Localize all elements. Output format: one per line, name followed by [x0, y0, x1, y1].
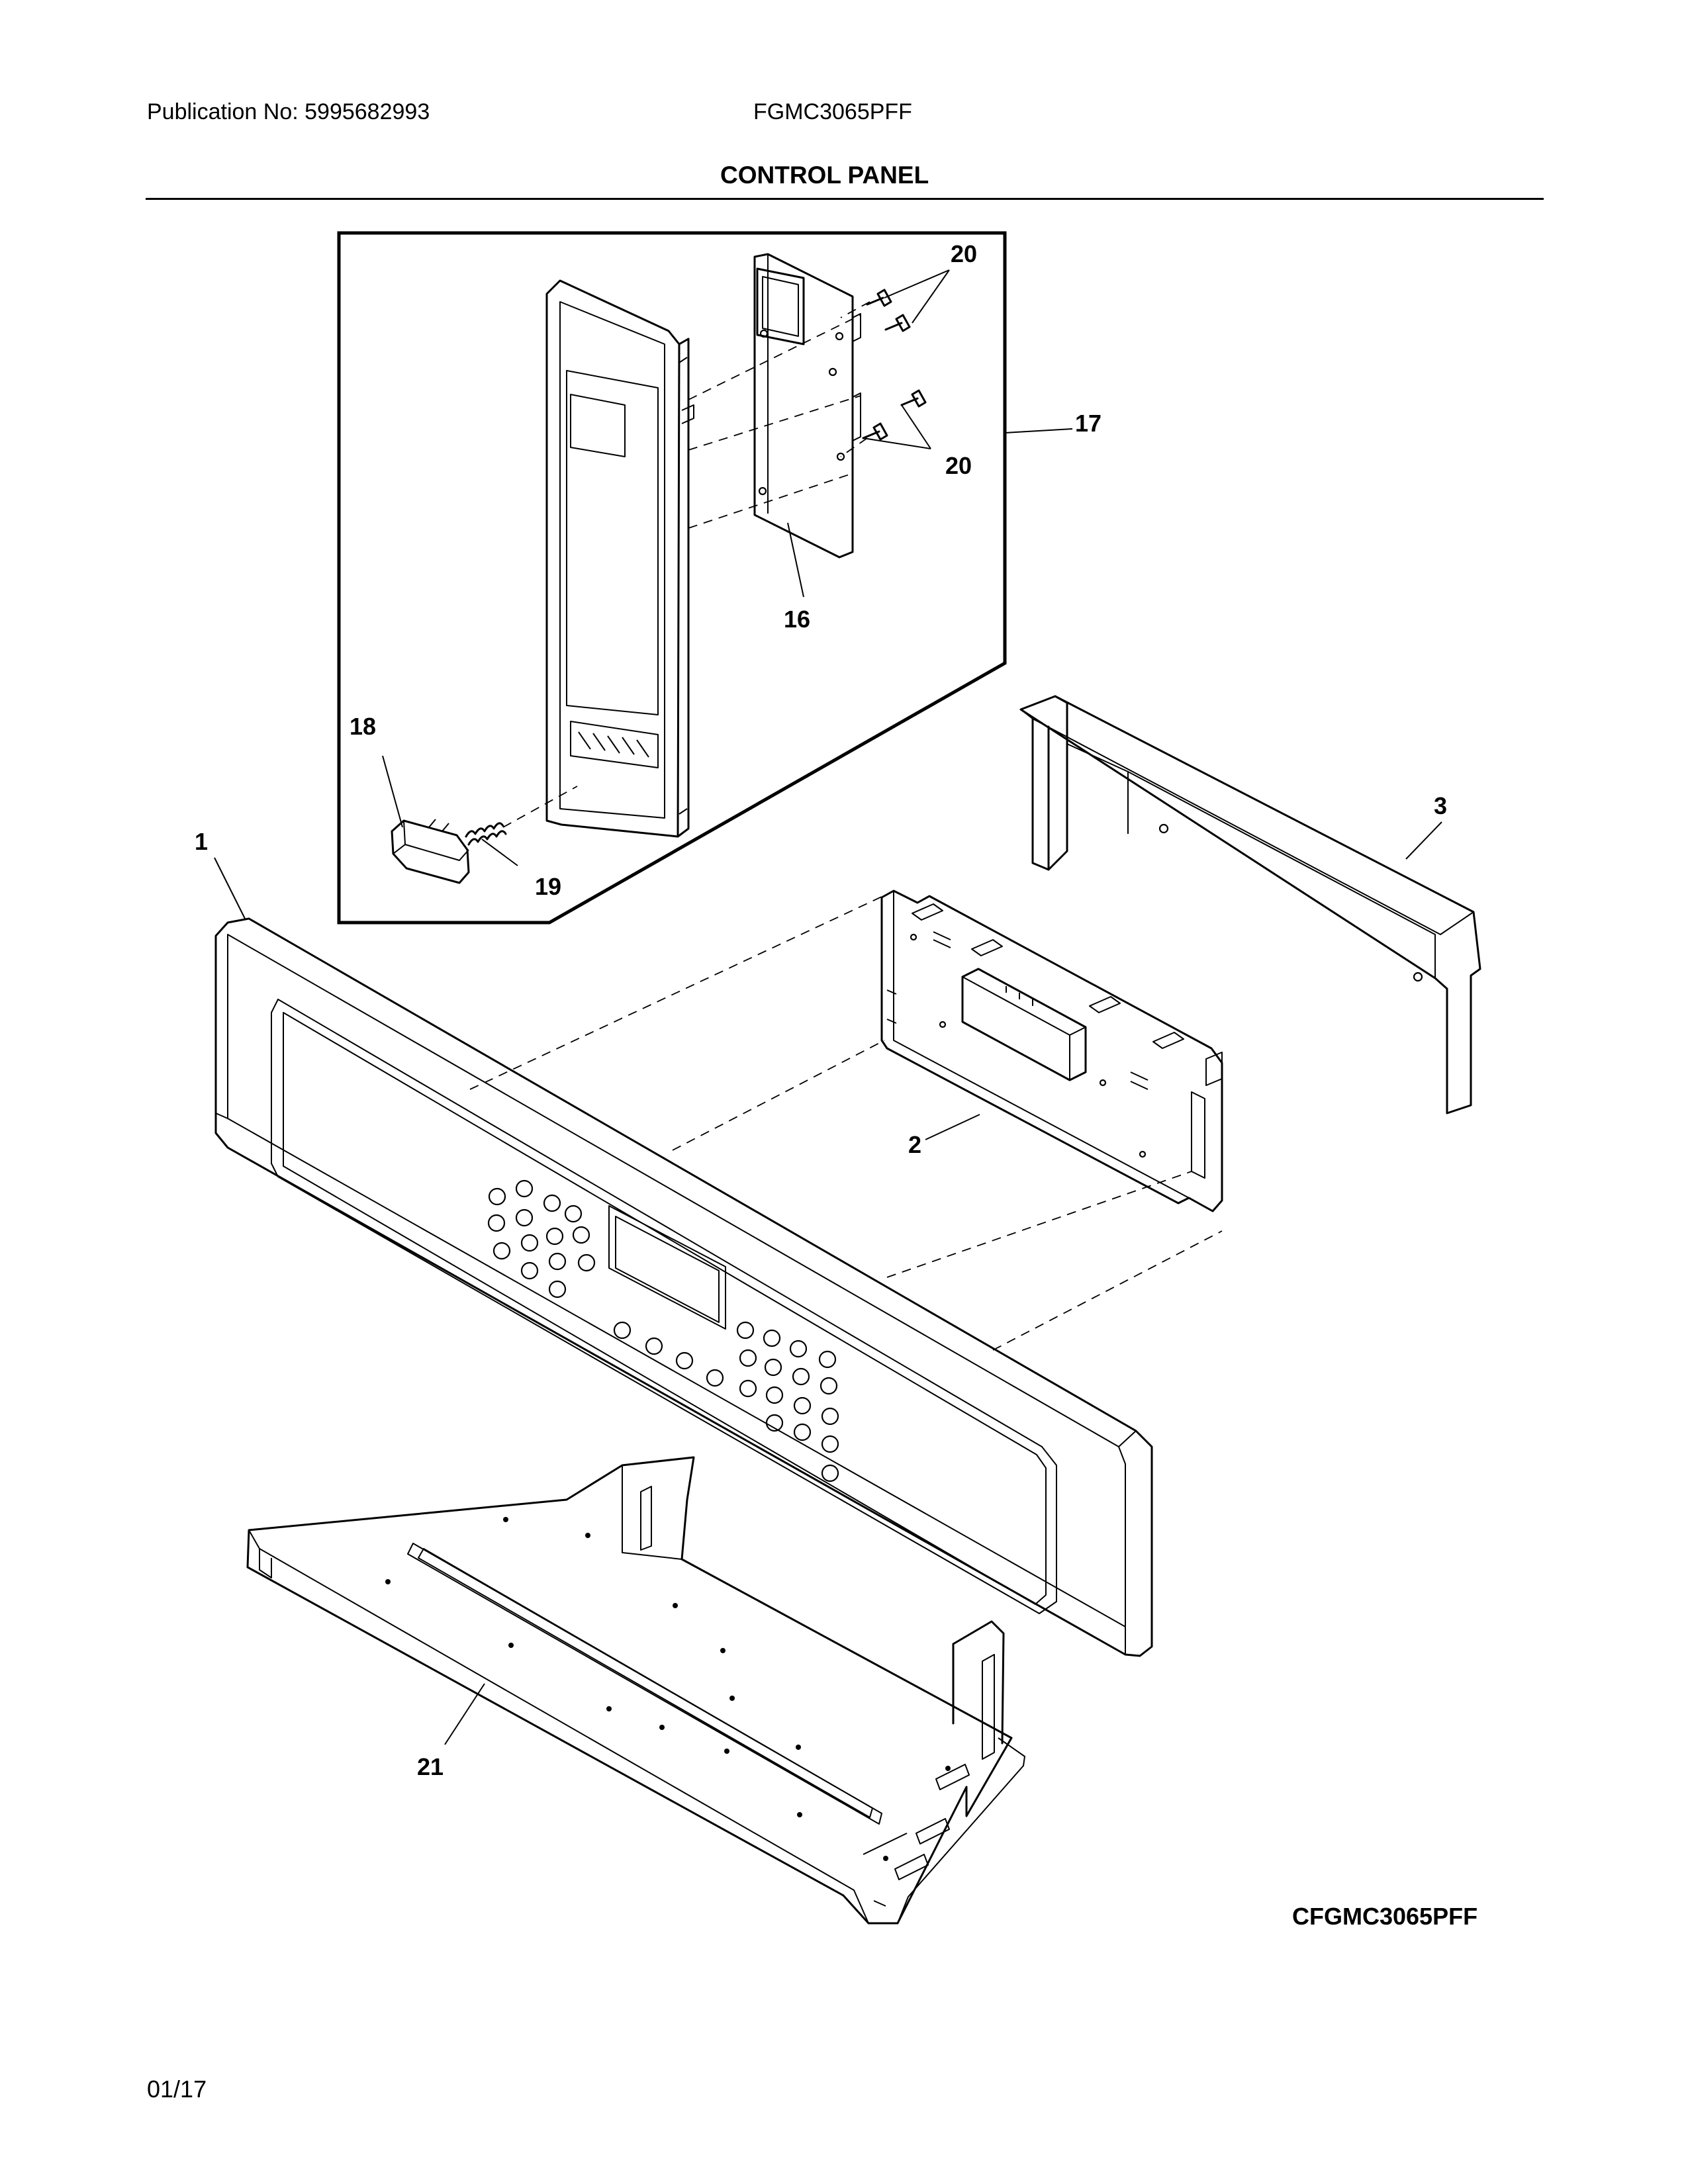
- callout-19: 19: [535, 873, 561, 900]
- footer-date: 01/17: [147, 2075, 207, 2103]
- callout-3: 3: [1434, 792, 1447, 819]
- callout-labels: 20 20 17 16 18 19 1 2 3 21: [195, 240, 1447, 1780]
- callout-18: 18: [350, 713, 376, 740]
- callout-2: 2: [908, 1131, 921, 1158]
- inset-alignment-lines: [688, 301, 870, 529]
- callout-20-top: 20: [951, 240, 977, 267]
- callout-1: 1: [195, 828, 208, 855]
- part-16-control-board: [753, 253, 861, 559]
- part-19-spring: [465, 786, 578, 846]
- part-2-electronic-board: [880, 889, 1223, 1212]
- image-code: CFGMC3065PFF: [1292, 1903, 1478, 1930]
- callout-21: 21: [417, 1753, 444, 1780]
- part-1-control-panel: [214, 917, 1153, 1657]
- part-3-trim-bracket: [1019, 695, 1481, 1115]
- inset-bezel-frame: [545, 279, 694, 838]
- main-alignment-lines: [469, 895, 1223, 1351]
- part-18-knob: [391, 819, 470, 884]
- inset-box: [337, 231, 1007, 925]
- callout-17: 17: [1075, 410, 1102, 437]
- panel-buttons: [487, 1179, 839, 1482]
- callout-16: 16: [784, 606, 810, 633]
- section-title: CONTROL PANEL: [720, 161, 929, 189]
- callout-20-bottom: 20: [945, 452, 972, 479]
- header-rule: [146, 198, 1544, 200]
- part-20-screws: [862, 289, 927, 441]
- model-number: FGMC3065PFF: [753, 99, 912, 124]
- part-21-support-bracket: [246, 1456, 1025, 1925]
- leader-lines: [214, 269, 1442, 1745]
- publication-number: Publication No: 5995682993: [147, 99, 430, 124]
